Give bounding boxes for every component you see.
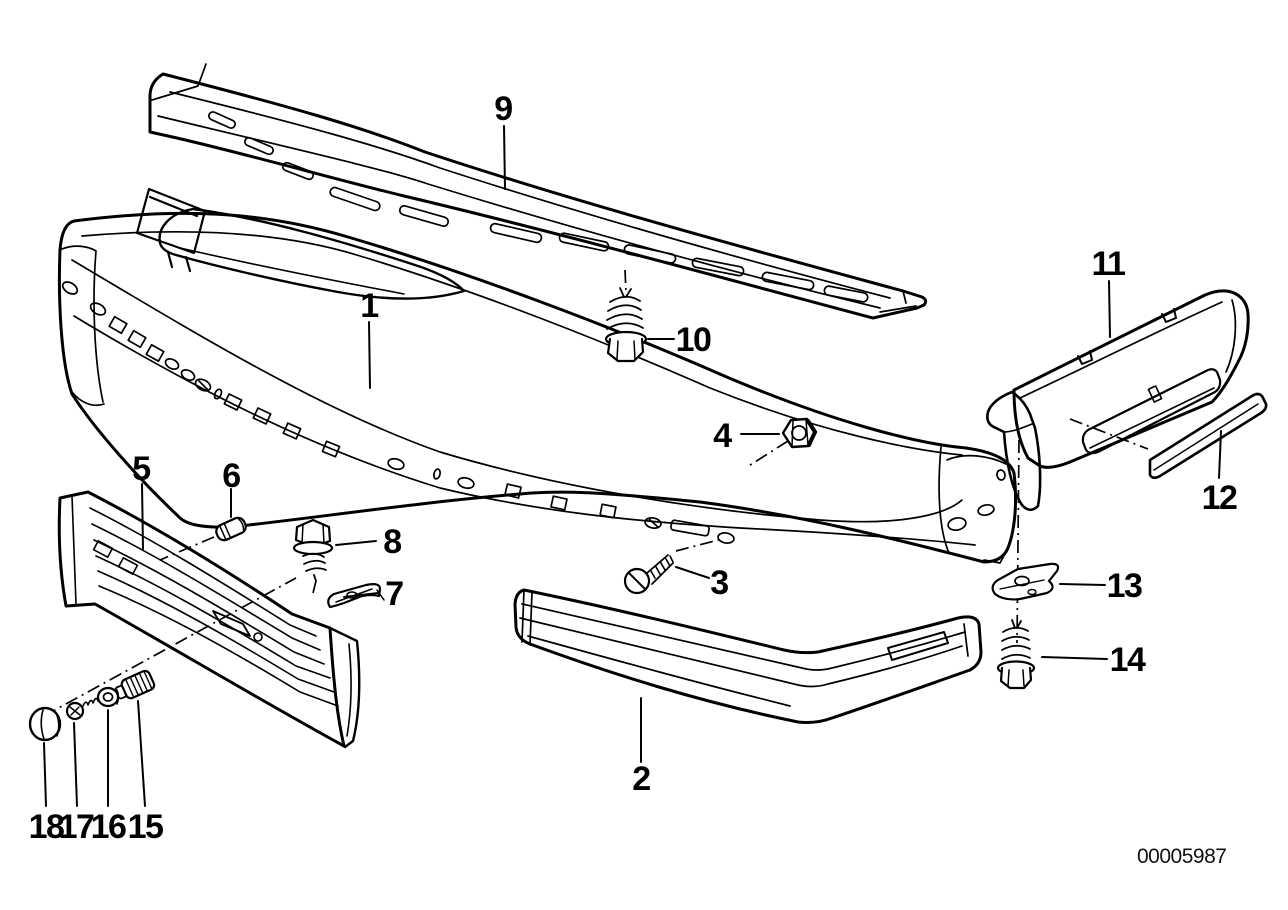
part-14-self-tapping-screw <box>996 619 1036 690</box>
leader-line-5 <box>141 483 144 550</box>
leader-line-17 <box>73 722 78 807</box>
vent-slots <box>208 111 869 303</box>
callout-12[interactable]: 12 <box>1202 479 1239 517</box>
callout-14[interactable]: 14 <box>1110 641 1148 679</box>
leader-line-7 <box>343 592 379 598</box>
callout-2[interactable]: 2 <box>632 760 652 798</box>
callout-10[interactable]: 10 <box>676 321 713 359</box>
callout-1[interactable]: 1 <box>360 287 380 325</box>
center-line-screw3 <box>675 538 723 552</box>
part-11-side-trim-end-cap <box>986 289 1250 512</box>
callout-11[interactable]: 11 <box>1092 245 1127 283</box>
part-17-screw-with-spring <box>65 697 99 721</box>
part-10-self-tapping-screw <box>604 287 648 363</box>
callout-4[interactable]: 4 <box>713 417 734 455</box>
leader-line-9 <box>503 125 506 190</box>
center-line-side-trim <box>1069 418 1149 450</box>
callout-8[interactable]: 8 <box>383 523 403 561</box>
leader-line-1 <box>368 321 371 389</box>
callout-9[interactable]: 9 <box>494 90 514 128</box>
part-3-screw <box>623 554 674 595</box>
center-line-bolt8 <box>312 580 317 594</box>
part-9-upper-trim-strip <box>148 63 928 320</box>
leader-lines <box>43 125 1222 807</box>
part-8-flange-bolt <box>292 518 334 582</box>
part-2-lower-trim-strip <box>513 588 983 724</box>
center-line-screw10 <box>624 269 627 293</box>
center-line-nut4 <box>746 440 789 468</box>
leader-line-11 <box>1108 280 1111 338</box>
leader-line-14 <box>1041 656 1108 660</box>
callout-6[interactable]: 6 <box>222 457 242 495</box>
mounting-holes <box>61 281 735 544</box>
leader-line-13 <box>1059 583 1106 586</box>
part-4-hex-nut <box>781 417 818 449</box>
callout-13[interactable]: 13 <box>1107 567 1144 605</box>
part-1-main-bumper <box>57 187 1018 564</box>
part-18-cap-plug <box>28 706 62 742</box>
center-line-clip13-screw14 <box>1016 439 1020 644</box>
part-12-side-strip <box>1148 392 1268 480</box>
part-5-grille-insert <box>57 490 361 749</box>
part-6-pin <box>215 516 247 542</box>
callout-15[interactable]: 15 <box>128 808 165 846</box>
part-16-bushing <box>96 686 120 708</box>
callout-3[interactable]: 3 <box>710 564 730 602</box>
leader-line-12 <box>1218 430 1222 479</box>
leader-line-15 <box>137 700 146 807</box>
grille-fastener-set <box>28 669 156 742</box>
callout-18[interactable]: 18 <box>29 808 66 846</box>
leader-line-18 <box>43 742 47 807</box>
doc-number: 00005987 <box>1137 845 1226 868</box>
callout-5[interactable]: 5 <box>132 450 152 488</box>
leader-line-3 <box>675 566 710 579</box>
callout-17[interactable]: 17 <box>59 808 96 846</box>
callout-16[interactable]: 16 <box>91 808 128 846</box>
leader-line-8 <box>335 540 377 546</box>
part-13-clip-plate <box>991 562 1060 601</box>
callout-labels: 1 2 3 4 5 6 7 8 9 10 11 12 13 14 15 16 1… <box>29 90 1239 846</box>
callout-7[interactable]: 7 <box>385 575 405 613</box>
